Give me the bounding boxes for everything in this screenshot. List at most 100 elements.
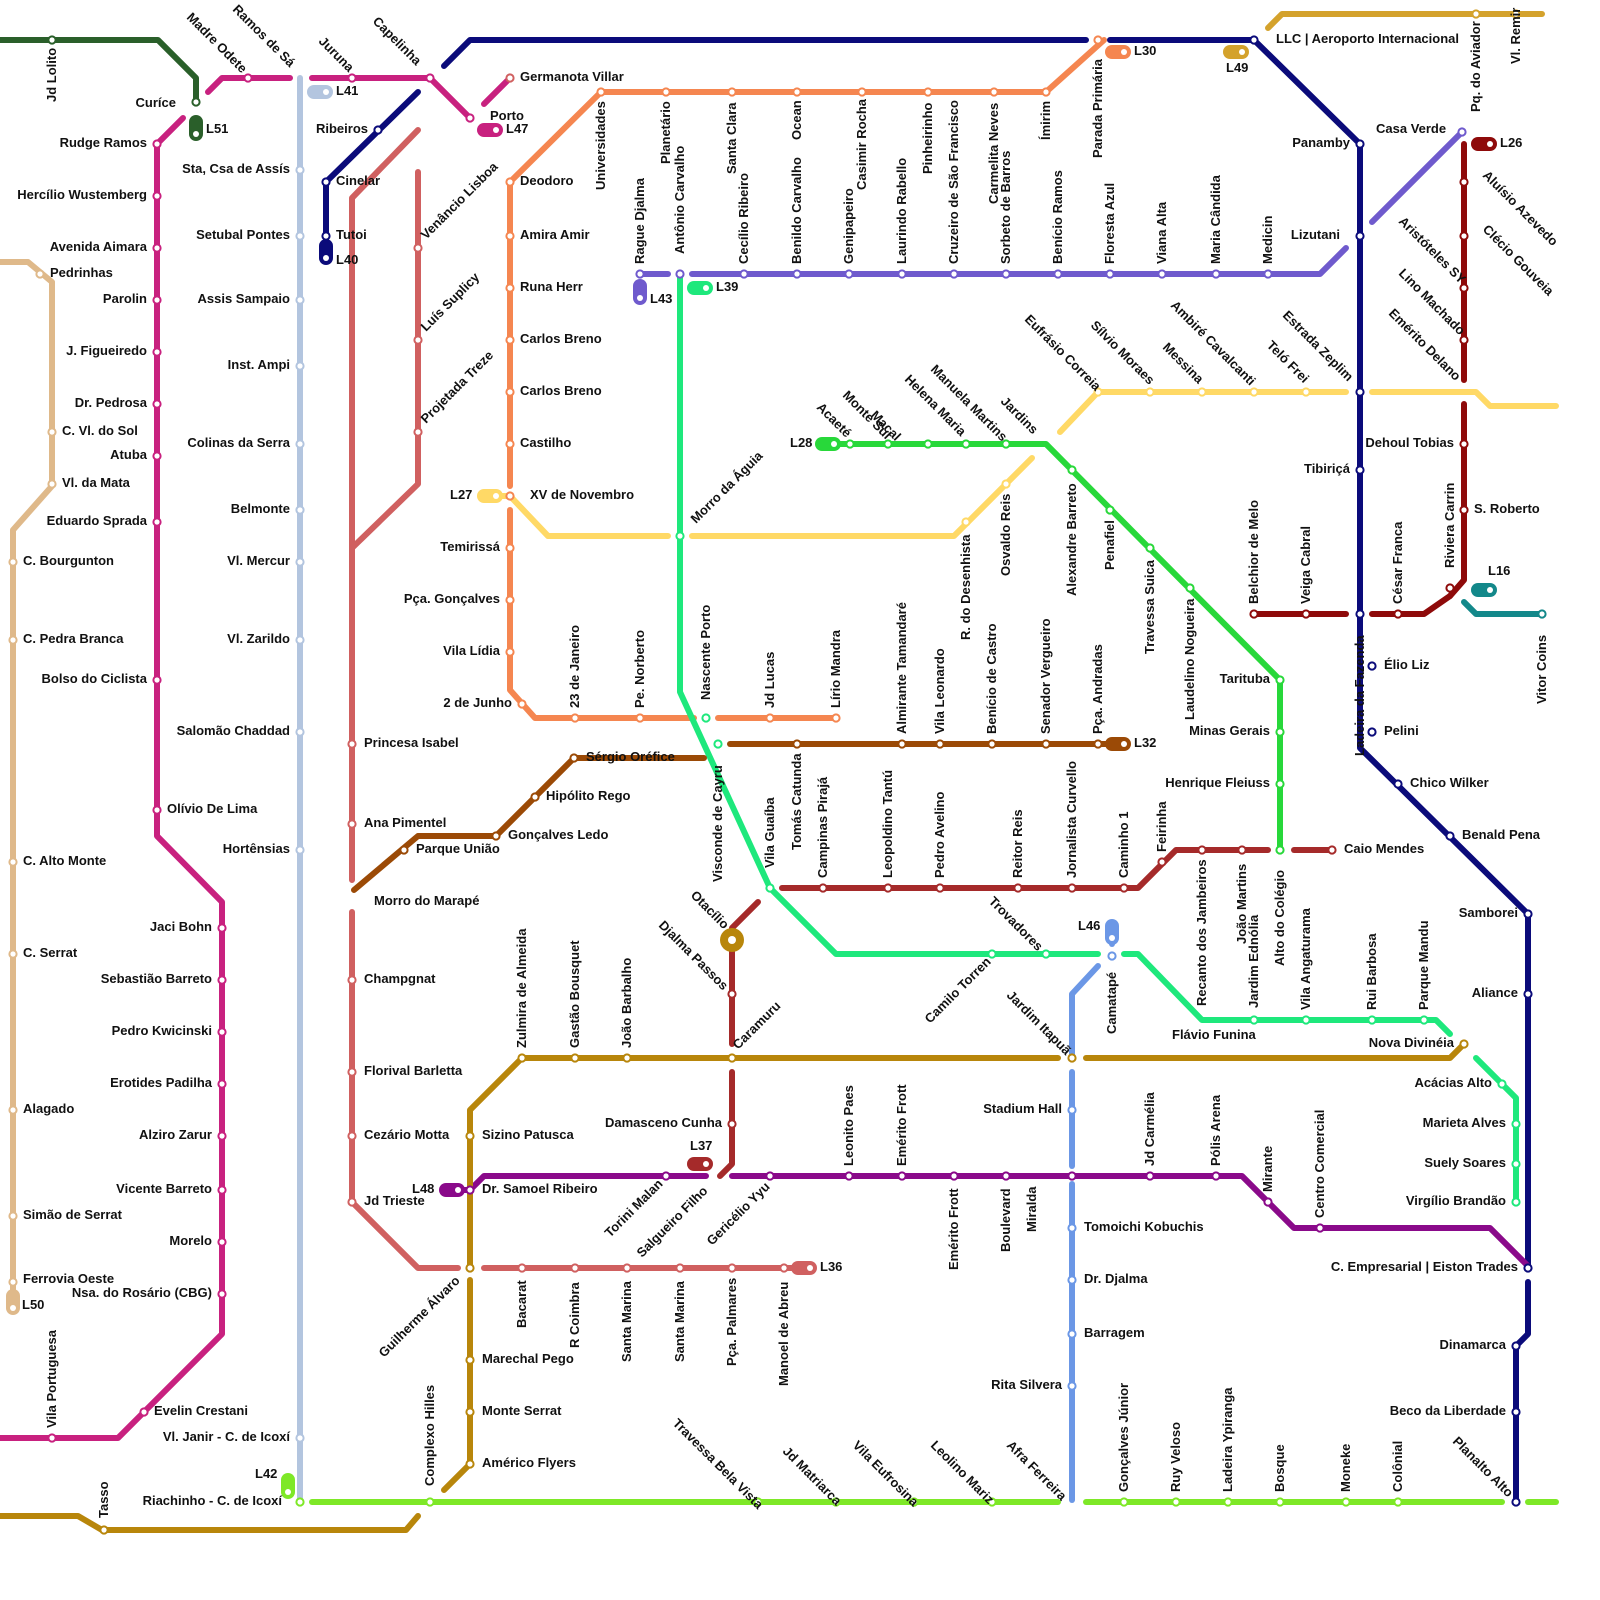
station-dot[interactable] (844, 269, 854, 279)
station-dot[interactable] (727, 87, 737, 97)
station-label[interactable]: Ferrovia Oeste (23, 1271, 114, 1286)
station-label[interactable]: Hortênsias (223, 841, 290, 856)
station-label[interactable]: Bolso do Ciclista (42, 671, 148, 686)
station-dot[interactable] (505, 283, 515, 293)
station-label[interactable]: Riviera Carrin (1442, 483, 1457, 568)
station-label[interactable]: Pedro Avelino (932, 791, 947, 878)
station-dot[interactable] (1093, 739, 1103, 749)
station-dot[interactable] (661, 87, 671, 97)
station-label[interactable]: Pça. Gonçalves (404, 591, 500, 606)
station-dot[interactable] (1301, 1015, 1311, 1025)
station-dot[interactable] (217, 1027, 227, 1037)
station-dot[interactable] (727, 1053, 737, 1063)
station-label[interactable]: Samborei (1459, 905, 1518, 920)
station-label[interactable]: Champgnat (364, 971, 436, 986)
station-dot[interactable] (675, 269, 685, 279)
station-dot[interactable] (1107, 951, 1117, 961)
station-label[interactable]: Jornalista Curvello (1064, 761, 1079, 878)
station-dot[interactable] (413, 335, 423, 345)
station-dot[interactable] (347, 819, 357, 829)
station-label[interactable]: Vicente Barreto (116, 1181, 212, 1196)
station-label[interactable]: Benildo Carvalho (789, 157, 804, 264)
station-dot[interactable] (295, 361, 305, 371)
station-label[interactable]: Floresta Azul (1102, 183, 1117, 264)
station-label[interactable]: Morelo (169, 1233, 212, 1248)
station-dot[interactable] (1249, 609, 1259, 619)
station-dot[interactable] (1275, 1497, 1285, 1507)
station-dot[interactable] (295, 635, 305, 645)
station-label[interactable]: Dr. Djalma (1084, 1271, 1148, 1286)
station-label[interactable]: Riachinho - C. de Icoxí (143, 1493, 283, 1508)
station-dot[interactable] (753, 1497, 763, 1507)
station-dot[interactable] (897, 269, 907, 279)
station-dot[interactable] (818, 883, 828, 893)
station-dot[interactable] (47, 427, 57, 437)
station-dot[interactable] (505, 335, 515, 345)
station-label[interactable]: Deodoro (520, 173, 574, 188)
station-dot[interactable] (635, 269, 645, 279)
station-dot[interactable] (909, 1497, 919, 1507)
station-dot[interactable] (1459, 1039, 1469, 1049)
station-dot[interactable] (1067, 1381, 1077, 1391)
station-dot[interactable] (217, 1289, 227, 1299)
station-label[interactable]: Acácias Alto (1414, 1075, 1492, 1090)
station-dot[interactable] (347, 739, 357, 749)
station-label[interactable]: Nsa. do Rosário (CBG) (72, 1285, 212, 1300)
station-dot[interactable] (701, 713, 711, 723)
station-label[interactable]: Ímirim (1038, 101, 1053, 140)
station-label[interactable]: Sorbeto de Barros (998, 151, 1013, 264)
station-dot[interactable] (347, 73, 357, 83)
station-label[interactable]: Osvaldo Reis (998, 494, 1013, 576)
station-label[interactable]: Benício Ramos (1050, 170, 1065, 264)
station-label[interactable]: Gonçalves Ledo (508, 827, 608, 842)
station-label[interactable]: Senador Vergueiro (1038, 618, 1053, 734)
station-dot[interactable] (152, 243, 162, 253)
station-label[interactable]: Pça. Andradas (1090, 644, 1105, 734)
station-label[interactable]: Vl. Mercur (227, 553, 290, 568)
station-label[interactable]: Manoel de Abreu (776, 1282, 791, 1386)
station-dot[interactable] (1315, 1223, 1325, 1233)
station-label[interactable]: Ocean (789, 100, 804, 140)
station-dot[interactable] (1185, 583, 1195, 593)
station-dot[interactable] (8, 635, 18, 645)
station-dot[interactable] (35, 269, 45, 279)
station-dot[interactable] (465, 1131, 475, 1141)
station-label[interactable]: Complexo Hilles (422, 1385, 437, 1486)
station-dot[interactable] (505, 387, 515, 397)
station-dot[interactable] (570, 1053, 580, 1063)
station-label[interactable]: Boulevard (998, 1188, 1013, 1252)
station-dot[interactable] (1511, 1119, 1521, 1129)
station-label[interactable]: Gastão Bousquet (567, 940, 582, 1048)
station-dot[interactable] (1523, 909, 1533, 919)
station-label[interactable]: Chico Wilker (1410, 775, 1489, 790)
station-label[interactable]: Carmelita Neves (986, 103, 1001, 204)
station-dot[interactable] (1211, 1171, 1221, 1181)
station-dot[interactable] (413, 427, 423, 437)
station-label[interactable]: Reitor Reis (1010, 809, 1025, 878)
station-dot[interactable] (1211, 269, 1221, 279)
station-dot[interactable] (295, 845, 305, 855)
station-dot[interactable] (530, 792, 540, 802)
station-dot[interactable] (935, 739, 945, 749)
station-dot[interactable] (8, 557, 18, 567)
station-dot[interactable] (152, 295, 162, 305)
station-dot[interactable] (792, 87, 802, 97)
station-label[interactable]: Penafiel (1102, 520, 1117, 570)
station-label[interactable]: Vila Portuguesa (44, 1329, 59, 1428)
station-label[interactable]: Curíce (136, 95, 176, 110)
station-label[interactable]: Maria Cândida (1208, 174, 1223, 264)
station-dot[interactable] (1067, 1105, 1077, 1115)
station-label[interactable]: Sizino Patusca (482, 1127, 575, 1142)
station-dot[interactable] (1093, 387, 1103, 397)
station-dot[interactable] (1471, 9, 1481, 19)
station-dot[interactable] (1355, 387, 1365, 397)
station-label[interactable]: Henrique Fleiuss (1165, 775, 1270, 790)
station-dot[interactable] (465, 1407, 475, 1417)
station-dot[interactable] (1041, 87, 1051, 97)
station-label[interactable]: Dr. Samoel Ribeiro (482, 1181, 598, 1196)
station-label[interactable]: Benald Pena (1462, 827, 1541, 842)
station-label[interactable]: Caminho 1 (1116, 812, 1131, 878)
station-label[interactable]: Parque União (416, 841, 500, 856)
station-label[interactable]: Inst. Ampi (228, 357, 290, 372)
station-dot[interactable] (883, 439, 893, 449)
